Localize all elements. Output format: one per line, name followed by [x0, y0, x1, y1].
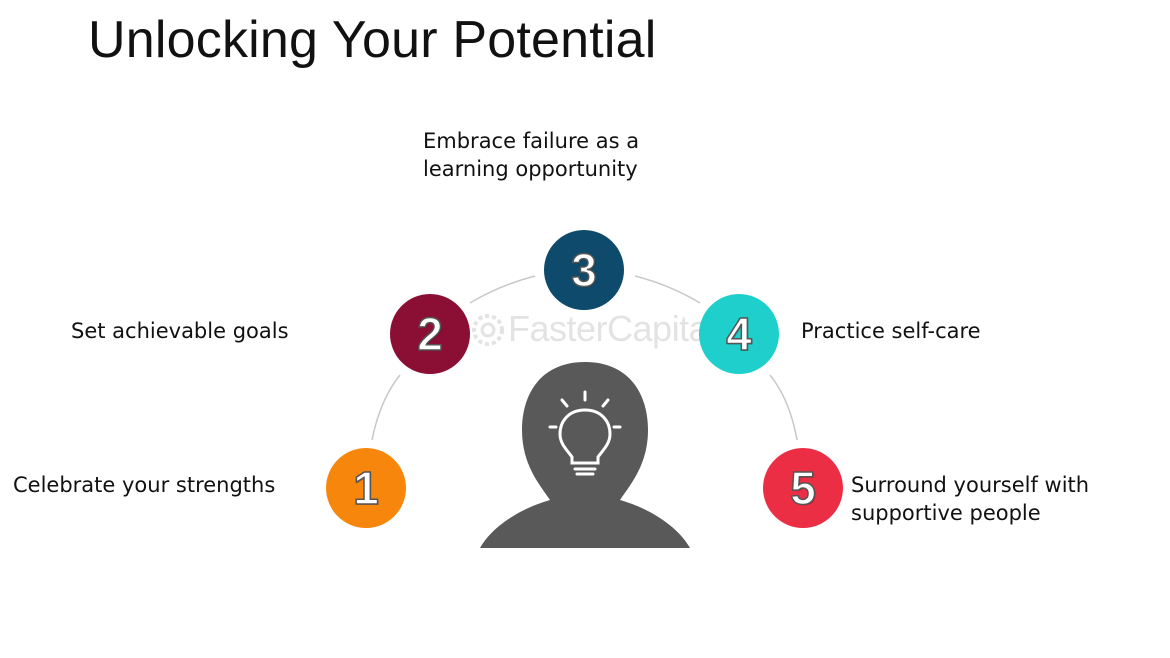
- step-4-badge: 4: [699, 294, 779, 374]
- step-1-label: Celebrate your strengths: [13, 473, 276, 497]
- step-5-label-line-1: Surround yourself with: [851, 473, 1090, 497]
- step-5-badge: 5: [763, 448, 843, 528]
- step-5-label: Surround yourself with supportive people: [851, 471, 1089, 527]
- step-4-label: Practice self-care: [801, 319, 981, 343]
- step-3-badge: 3: [544, 230, 624, 310]
- watermark-gear-icon: [472, 314, 504, 346]
- head-lightbulb-icon: [480, 362, 690, 548]
- step-2-number: 2: [416, 307, 443, 361]
- step-3-label: Embrace failure as a learning opportunit…: [423, 127, 639, 183]
- page-title: Unlocking Your Potential: [88, 11, 657, 69]
- step-5-number: 5: [789, 461, 816, 515]
- step-2-badge: 2: [390, 294, 470, 374]
- step-1-badge: 1: [326, 448, 406, 528]
- step-3-number: 3: [570, 243, 597, 297]
- step-3-label-line-1: Embrace failure as a: [423, 129, 640, 153]
- step-1-number: 1: [352, 461, 379, 515]
- step-5-label-line-2: supportive people: [851, 501, 1041, 525]
- step-2-label: Set achievable goals: [71, 319, 289, 343]
- watermark-text: FasterCapital: [508, 308, 716, 349]
- step-3-label-line-2: learning opportunity: [423, 157, 638, 181]
- step-4-number: 4: [725, 307, 752, 361]
